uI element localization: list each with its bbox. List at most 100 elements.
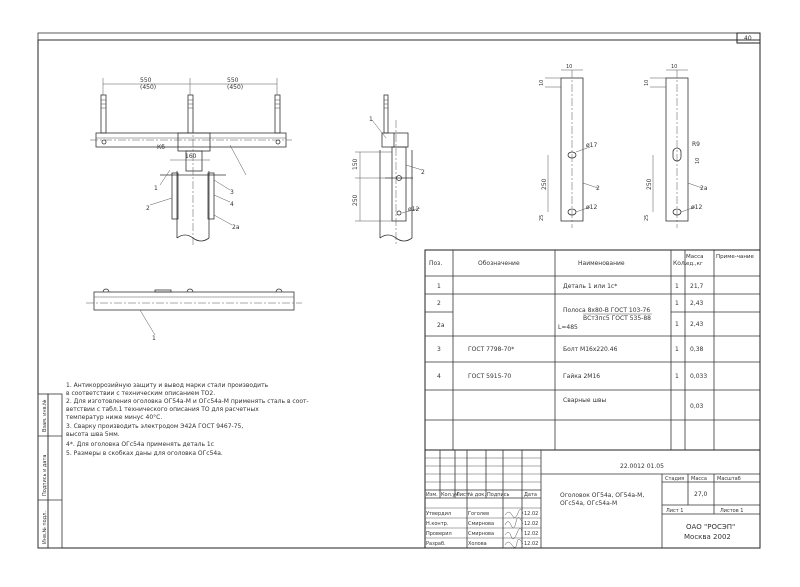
strip-name-line3: L=485 [558, 324, 578, 331]
sig-name: Холова [468, 541, 487, 547]
sig-role: Н.контр. [426, 521, 449, 527]
dim-450-right: (450) [227, 84, 243, 91]
signature-scribble [504, 539, 524, 548]
plate-2-detail: 10 10 ø17 250 ø12 25 2 [539, 64, 600, 228]
notes: 1. Антикоррозийную защиту и вывод марки … [66, 382, 309, 457]
signature-scribble [504, 509, 524, 518]
sheet-frame: 40 [37, 32, 761, 549]
org-city-year: Москва 2002 [684, 533, 731, 541]
row3-name: Болт М16х220.46 [563, 346, 618, 353]
hdr-pos: Поз. [429, 260, 442, 267]
dim-550-left: 550 [140, 77, 152, 84]
row2a-mass: 2,43 [690, 321, 704, 328]
mass-hdr: Масса [691, 476, 707, 482]
rev-hdr-date: Дата [524, 492, 537, 498]
row4-designation: ГОСТ 5915-70 [468, 373, 511, 380]
sig-date: 12.02 [524, 541, 538, 547]
note-line: высота шва 5мм. [66, 431, 120, 438]
rev-hdr-sign: Подпись [487, 492, 510, 498]
note-line: 4*. Для оголовка ОГс54а применять деталь… [66, 441, 214, 448]
scale-hdr: Масштаб [717, 476, 741, 482]
sig-date: 12.02 [524, 511, 538, 517]
page-number: 40 [744, 35, 752, 42]
plate1-dim-25: 25 [539, 215, 545, 221]
row2-mass: 2,43 [690, 300, 704, 307]
plate2-dim-d12: ø12 [691, 204, 702, 211]
row1-name: Деталь 1 или 1с* [563, 283, 617, 290]
row2a-qty: 1 [675, 321, 679, 328]
row4-pos: 4 [437, 373, 441, 380]
title-line1: Оголовок ОГ54а, ОГ54а-М, [560, 492, 644, 499]
side-dim-250: 250 [352, 194, 359, 206]
note-line: 3. Сварку производить электродом Э42А ГО… [66, 423, 243, 430]
title-block: Изм. Кол.уч Лист № док. Подпись Дата Утв… [424, 449, 761, 549]
side-stamp: Взам. инв.№ Подпись и дата Инв.№ подл. [37, 393, 63, 549]
sig-role: Утвердил [426, 511, 451, 517]
dim-450-left: (450) [140, 84, 156, 91]
sig-name: Смирнова [468, 531, 494, 537]
callout-1-side: 1 [369, 116, 373, 123]
sheet-label: Лист 1 [666, 508, 683, 514]
sheets-label: Листов 1 [720, 508, 743, 514]
callout-1-front: 1 [154, 185, 158, 192]
plate1-dim-10a: 10 [539, 80, 545, 86]
callout-4: 4 [230, 201, 234, 208]
row3-designation: ГОСТ 7798-70* [468, 346, 514, 353]
note-line: температур ниже минус 40°С. [66, 414, 162, 421]
plate2-dim-25: 25 [644, 215, 650, 221]
row1-mass: 21,7 [690, 283, 704, 290]
dim-160: 160 [185, 153, 197, 160]
row3-qty: 1 [675, 346, 679, 353]
hdr-mass: Масса ед.,кг [686, 254, 704, 267]
plate1-dim-250: 250 [541, 178, 548, 190]
note-line: 5. Размеры в скобках даны для оголовка О… [66, 450, 223, 457]
rev-hdr-kol: Кол.уч [441, 492, 458, 498]
strip-name-line1: Полоса 8х80-В ГОСТ 103-76 [563, 307, 650, 314]
note-line: 2. Для изготовления оголовка ОГ54а-М и О… [66, 398, 309, 405]
row1-pos: 1 [437, 283, 441, 290]
row4-mass: 0,033 [690, 373, 707, 380]
hdr-qty: Кол. [673, 260, 687, 267]
plate2-dim-250: 250 [646, 178, 653, 190]
callout-3: 3 [230, 189, 234, 196]
dim-550-right: 550 [227, 77, 239, 84]
side-dim-150: 150 [352, 158, 359, 170]
plan-view: 1 [86, 288, 302, 342]
spec-table: Поз. Обозначение Наименование Кол. Масса… [424, 249, 761, 451]
rev-hdr-list: Лист [456, 492, 469, 498]
side-stamp-inventory: Инв.№ подл. [42, 511, 48, 544]
sig-date: 12.02 [524, 521, 538, 527]
doc-code: 22.0012 01.05 [620, 463, 664, 470]
row5-name: Сварные швы [563, 397, 606, 404]
note-line: ветствии с табл.1 технического описания … [66, 406, 259, 413]
note-line: 1. Антикоррозийную защиту и вывод марки … [66, 382, 269, 389]
plate1-dim-d17: ø17 [586, 142, 597, 149]
plate2-dim-10c: 10 [695, 158, 701, 164]
hdr-name: Наименование [578, 260, 625, 267]
sig-name: Гоголев [468, 511, 489, 517]
plate1-label: 2 [596, 185, 600, 192]
rev-hdr-izm: Изм. [426, 492, 438, 498]
sig-role: Разраб. [426, 541, 446, 547]
row4-qty: 1 [675, 373, 679, 380]
side-stamp-replace: Взам. инв.№ [42, 399, 48, 432]
plate1-dim-d12: ø12 [586, 204, 597, 211]
total-mass: 27,0 [694, 491, 708, 498]
signature-scribble [504, 528, 523, 540]
plate2-label: 2а [700, 185, 708, 192]
row2-pos: 2 [437, 300, 441, 307]
plate2-dim-r9: R9 [692, 141, 700, 148]
row2-qty: 1 [675, 300, 679, 307]
side-stamp-signature: Подпись и дата [42, 455, 48, 496]
row4-name: Гайка 2М16 [563, 373, 600, 380]
note-line: в соответствии с техническим описанием Т… [66, 390, 215, 397]
row1-qty: 1 [675, 283, 679, 290]
row3-pos: 3 [437, 346, 441, 353]
sig-date: 12.02 [524, 531, 538, 537]
stage-hdr: Стадия [665, 476, 684, 482]
title-line2: ОГс54а, ОГс54а-М [560, 500, 617, 507]
row5-mass: 0,03 [690, 403, 704, 410]
plate1-dim-10b: 10 [566, 64, 572, 70]
sig-role: Проверил [426, 531, 452, 537]
